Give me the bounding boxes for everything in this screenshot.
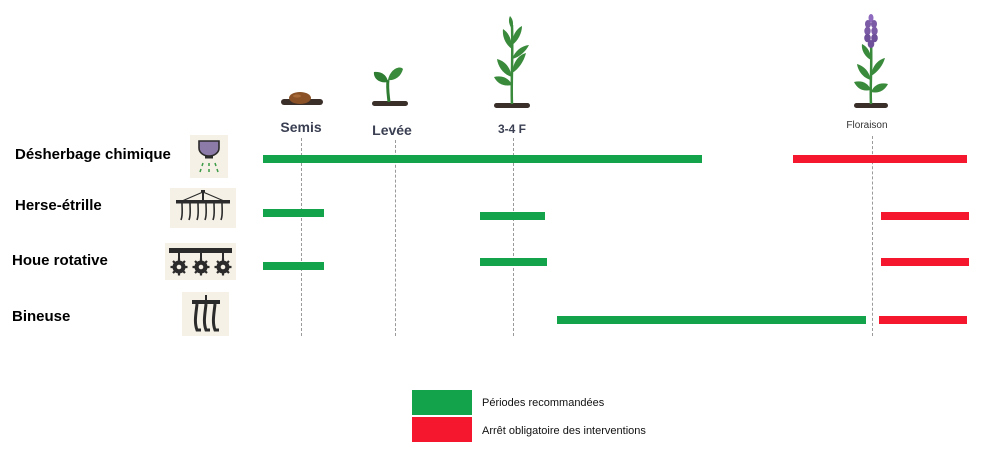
legend-label-stop: Arrêt obligatoire des interventions <box>482 425 646 437</box>
sprayer-nozzle-icon <box>190 135 228 178</box>
row-label-houe-rotative: Houe rotative <box>12 252 108 269</box>
legend-swatch-stop <box>412 417 472 442</box>
row-label-bineuse: Bineuse <box>12 308 71 325</box>
bar-stop-herse-1 <box>881 212 969 220</box>
guide-line-floraison <box>872 136 873 336</box>
bar-stop-bineuse-1 <box>879 316 967 324</box>
guide-line-3-4-f <box>513 138 514 336</box>
stage-label-floraison: Floraison <box>846 120 888 131</box>
flowering-plant-icon <box>848 12 894 110</box>
row-cultivator-icon <box>182 292 229 336</box>
sprout-icon <box>370 60 410 110</box>
young-plant-icon <box>488 15 536 110</box>
tine-harrow-icon <box>170 188 236 228</box>
row-label-desherbage-chimique: Désherbage chimique <box>15 146 171 163</box>
stage-label-3-4-f: 3-4 F <box>497 122 527 136</box>
row-label-herse-etrille: Herse-étrille <box>15 197 102 214</box>
legend-swatch-recommended <box>412 390 472 415</box>
seed-icon <box>278 88 326 108</box>
bar-recommended-bineuse-1 <box>557 316 866 324</box>
bar-stop-desherbage-1 <box>793 155 967 163</box>
bar-recommended-houe-2 <box>480 258 547 266</box>
bar-recommended-desherbage-1 <box>263 155 702 163</box>
rotary-hoe-icon <box>165 243 236 280</box>
legend-label-recommended: Périodes recommandées <box>482 397 605 409</box>
bar-recommended-herse-2 <box>480 212 545 220</box>
stage-label-levee: Levée <box>372 122 412 138</box>
guide-line-semis <box>301 138 302 336</box>
bar-recommended-herse-1 <box>263 209 324 217</box>
stage-label-semis: Semis <box>280 119 322 135</box>
bar-stop-houe-1 <box>881 258 969 266</box>
guide-line-levee <box>395 140 396 336</box>
bar-recommended-houe-1 <box>263 262 324 270</box>
